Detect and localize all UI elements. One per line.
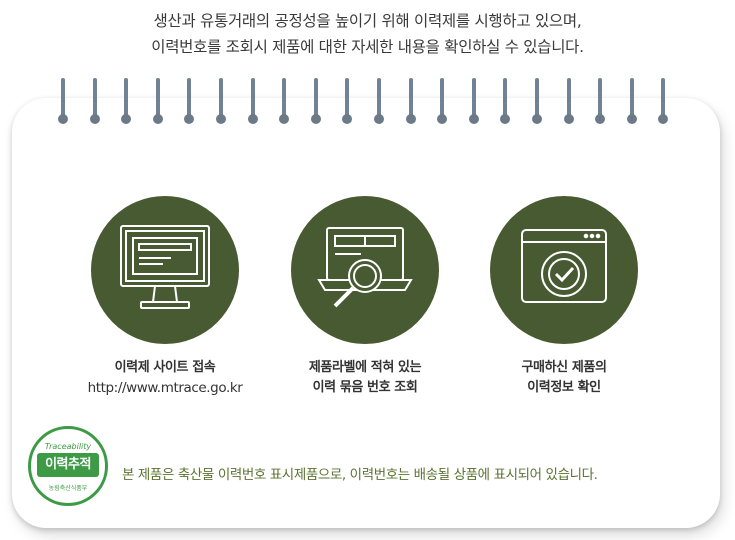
binding-ring [468, 78, 479, 126]
binding-ring [595, 78, 606, 126]
binding-ring [247, 78, 258, 126]
binding-ring [563, 78, 574, 126]
feature-history-check: 구매하신 제품의 이력정보 확인 [464, 196, 664, 398]
feature-1-title: 이력제 사이트 접속 [114, 360, 216, 375]
binding-ring [500, 78, 511, 126]
binding-ring [89, 78, 100, 126]
site-url-link[interactable]: http://www.mtrace.go.kr [87, 380, 243, 396]
feature-2-title: 제품라벨에 적혀 있는 [308, 360, 422, 375]
binding-ring [405, 78, 416, 126]
traceability-badge-icon: Traceability 이력추적 농림축산식품부 [28, 426, 108, 506]
binding-ring [58, 78, 68, 126]
binding-ring [152, 78, 163, 126]
binding-ring [626, 78, 637, 126]
binding-ring [658, 78, 669, 126]
binding-ring [532, 78, 542, 126]
browser-check-icon [490, 196, 638, 344]
badge-top-text: Traceability [44, 442, 92, 451]
feature-site-access: 이력제 사이트 접속 http://www.mtrace.go.kr [65, 196, 265, 398]
spiral-binding [0, 78, 735, 128]
feature-label-lookup: 제품라벨에 적혀 있는 이력 묶음 번호 조회 [265, 196, 465, 398]
badge-main-text: 이력추적 [37, 453, 99, 477]
binding-ring [279, 78, 290, 126]
binding-ring [310, 78, 321, 126]
binding-ring [374, 78, 384, 126]
monitor-icon [91, 196, 239, 344]
binding-ring [437, 78, 448, 126]
intro-line-1: 생산과 유통거래의 공정성을 높이기 위해 이력제를 시행하고 있으며, [153, 12, 582, 30]
binding-ring [216, 78, 226, 126]
laptop-search-icon [291, 196, 439, 344]
binding-ring [342, 78, 353, 126]
intro-line-2: 이력번호를 조회시 제품에 대한 자세한 내용을 확인하실 수 있습니다. [151, 38, 584, 56]
binding-ring [121, 78, 132, 126]
intro-text: 생산과 유통거래의 공정성을 높이기 위해 이력제를 시행하고 있으며, 이력번… [0, 8, 735, 60]
feature-3-subtitle: 이력정보 확인 [527, 380, 601, 395]
badge-bottom-text: 농림축산식품부 [48, 485, 88, 492]
feature-3-title: 구매하신 제품의 [521, 360, 607, 375]
traceability-note: 본 제품은 축산물 이력번호 표시제품으로, 이력번호는 배송될 상품에 표시되… [122, 467, 598, 483]
binding-ring [184, 78, 195, 126]
feature-2-subtitle: 이력 묶음 번호 조회 [312, 380, 418, 395]
